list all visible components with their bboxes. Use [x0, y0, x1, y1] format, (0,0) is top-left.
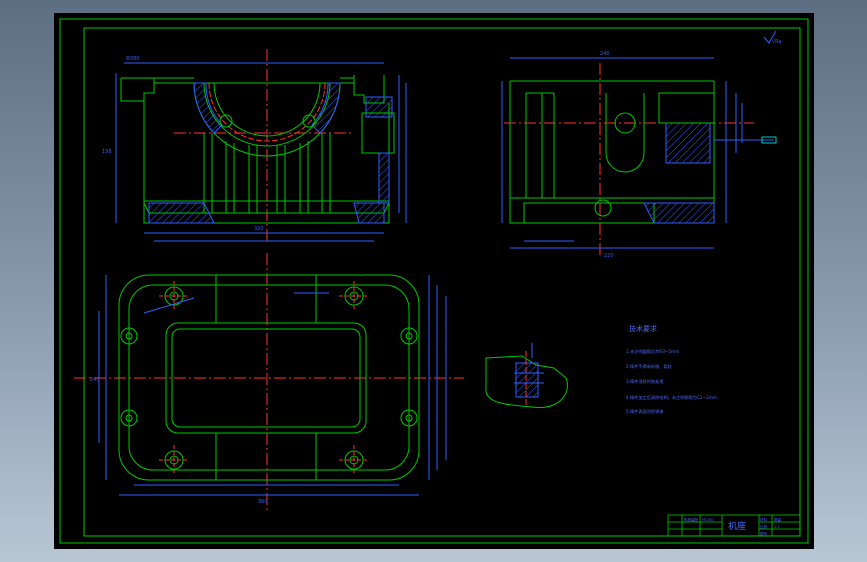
tech-req-item-3: 3.铸件须经时效处理 — [626, 378, 664, 385]
svg-text:320: 320 — [254, 226, 264, 232]
tech-req-heading: 技术要求 — [629, 324, 657, 333]
drawing-outer-border — [59, 18, 809, 544]
tech-req-item-4: 4.铸件加工后清除毛刺，未注明倒角为C1~2mm — [626, 394, 717, 401]
title-block-cell: 数量 — [774, 517, 782, 522]
side-view: 240 220 — [501, 51, 777, 259]
detail-view — [485, 343, 568, 409]
title-block-cell: 机座装配 — [684, 517, 698, 522]
svg-text:360: 360 — [258, 499, 268, 505]
roughness-symbol: √Ra — [763, 30, 782, 45]
drawing-inner-border — [83, 27, 801, 537]
front-view: Φ380 320 198 — [102, 49, 407, 243]
svg-text:198: 198 — [102, 149, 112, 155]
tech-req-item-5: 5.铸件表面涂防锈漆 — [626, 408, 664, 415]
plan-view: 360 240 — [74, 253, 464, 513]
drawing-viewport[interactable]: Φ380 320 198 240 220 — [54, 13, 814, 549]
title-block: 机座装配 HT200 材料 比例 图号 数量 1:1 机座 — [667, 514, 801, 537]
cad-drawing: Φ380 320 198 240 220 — [59, 18, 809, 544]
svg-text:240: 240 — [600, 51, 610, 57]
tech-req-item-1: 1.未注明圆角均为R3~5mm — [626, 348, 679, 355]
svg-text:√Ra: √Ra — [772, 39, 782, 45]
drawing-title: 机座 — [728, 520, 746, 532]
title-block-cell: 比例 — [760, 524, 768, 529]
title-block-cell: 材料 — [760, 517, 768, 522]
technical-requirements: 技术要求 1.未注明圆角均为R3~5mm 2.铸件不得有砂眼、裂纹 3.铸件须经… — [626, 324, 717, 415]
title-block-cell: 1:1 — [774, 525, 780, 529]
svg-text:220: 220 — [604, 253, 614, 259]
tech-req-item-2: 2.铸件不得有砂眼、裂纹 — [626, 363, 673, 370]
svg-text:240: 240 — [90, 377, 100, 383]
svg-text:Φ380: Φ380 — [126, 56, 139, 62]
title-block-cell: HT200 — [702, 518, 713, 522]
title-block-cell: 图号 — [760, 531, 768, 536]
